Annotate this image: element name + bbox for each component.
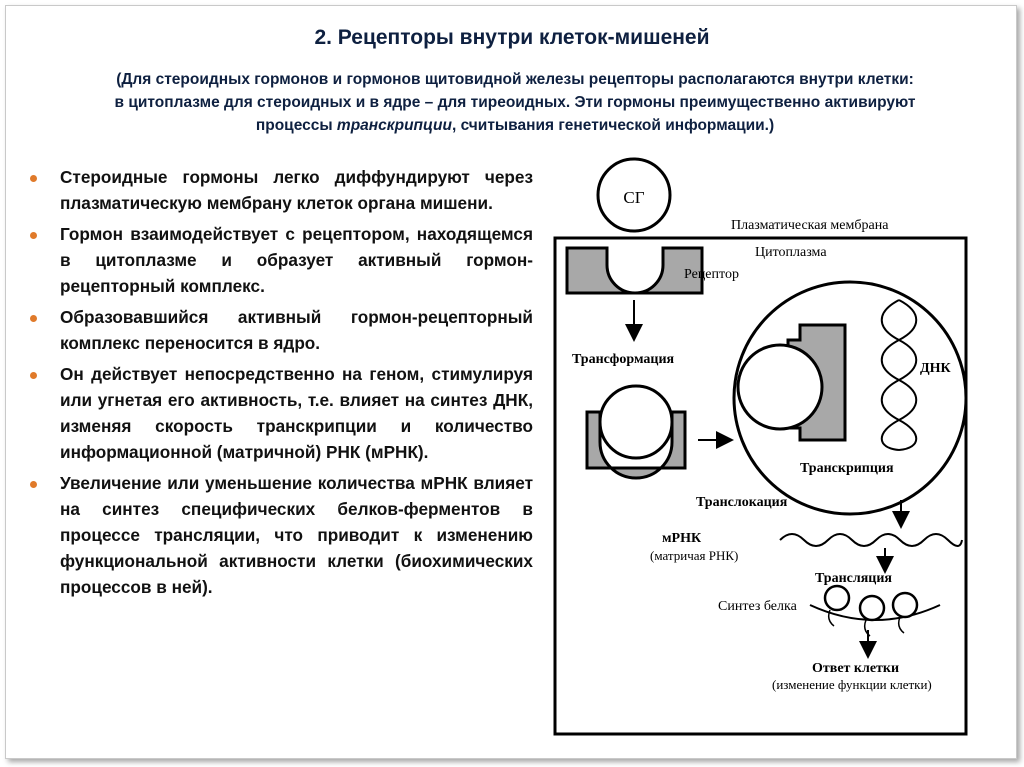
bullet-list: Стероидные гормоны легко диффундируют че… [28, 164, 533, 605]
bullet-dot-icon [30, 175, 37, 182]
transformation-label: Трансформация [572, 352, 675, 367]
bullet-text: Стероидные гормоны легко диффундируют че… [60, 167, 533, 213]
bullet-item: Образовавшийся активный гормон-рецепторн… [28, 304, 533, 356]
dna-strand-b [880, 299, 918, 451]
bullet-dot-icon [30, 372, 37, 379]
hormone-label: СГ [623, 188, 644, 207]
ribosome-icon [823, 584, 851, 612]
receptor-label: Рецептор [684, 267, 739, 282]
cell-membrane-outline [553, 236, 968, 736]
receptor-cup-shape [565, 246, 704, 295]
slide-title: 2. Рецепторы внутри клеток-мишеней [314, 26, 710, 49]
bullet-text: Образовавшийся активный гормон-рецепторн… [60, 307, 533, 353]
bound-receptor-shape [585, 410, 687, 480]
bullet-text: Гормон взаимодействует с рецептором, нах… [60, 224, 533, 296]
nucleus-circle [732, 280, 968, 516]
bullet-item: Он действует непосредственно на геном, с… [28, 361, 533, 465]
ribosome-icon [891, 591, 919, 619]
subtitle-line-1: (Для стероидных гормонов и гормонов щито… [116, 71, 914, 88]
bullet-item: Увеличение или уменьшение количества мРН… [28, 470, 533, 600]
bullet-item: Стероидные гормоны легко диффундируют че… [28, 164, 533, 216]
transcription-label: Транскрипция [800, 461, 894, 476]
bullet-text: Он действует непосредственно на геном, с… [60, 364, 533, 462]
translation-label: Трансляция [815, 571, 892, 586]
bullet-text: Увеличение или уменьшение количества мРН… [60, 473, 533, 597]
protein-synthesis-label: Синтез белка [718, 599, 798, 614]
bound-hormone-circle [598, 384, 674, 460]
mrna-strand [779, 533, 963, 547]
dna-label: ДНК [920, 361, 952, 376]
mrna-full-label: (матричая РНК) [650, 548, 738, 563]
subtitle-line-3-end: , считывания генетической информации.) [451, 117, 775, 134]
slide-frame [5, 5, 1017, 759]
subtitle-line-3: процессы [255, 117, 337, 134]
nuclear-hormone-circle [736, 343, 824, 431]
mrna-label: мРНК [662, 531, 702, 546]
subtitle-line-2: в цитоплазме для стероидных и в ядре – д… [114, 94, 916, 111]
subtitle-italic: транскрипции [336, 117, 452, 134]
bullet-dot-icon [30, 232, 37, 239]
cell-response-detail: (изменение функции клетки) [772, 677, 932, 692]
bullet-dot-icon [30, 315, 37, 322]
slide-subtitle: (Для стероидных гормонов и гормонов щито… [20, 68, 1010, 137]
bullet-dot-icon [30, 481, 37, 488]
cytoplasm-label: Цитоплазма [755, 245, 827, 260]
steroid-hormone-circle [596, 157, 672, 233]
bullet-item: Гормон взаимодействует с рецептором, нах… [28, 221, 533, 299]
cell-response-label: Ответ клетки [812, 661, 899, 676]
translocation-label: Транслокация [696, 495, 788, 510]
plasma-membrane-label: Плазматическая мембрана [731, 218, 889, 233]
steroid-receptor-diagram: СГ Плазматическая мембрана Цитоплазма Ре… [553, 157, 968, 736]
ribosome-icon [858, 594, 886, 622]
